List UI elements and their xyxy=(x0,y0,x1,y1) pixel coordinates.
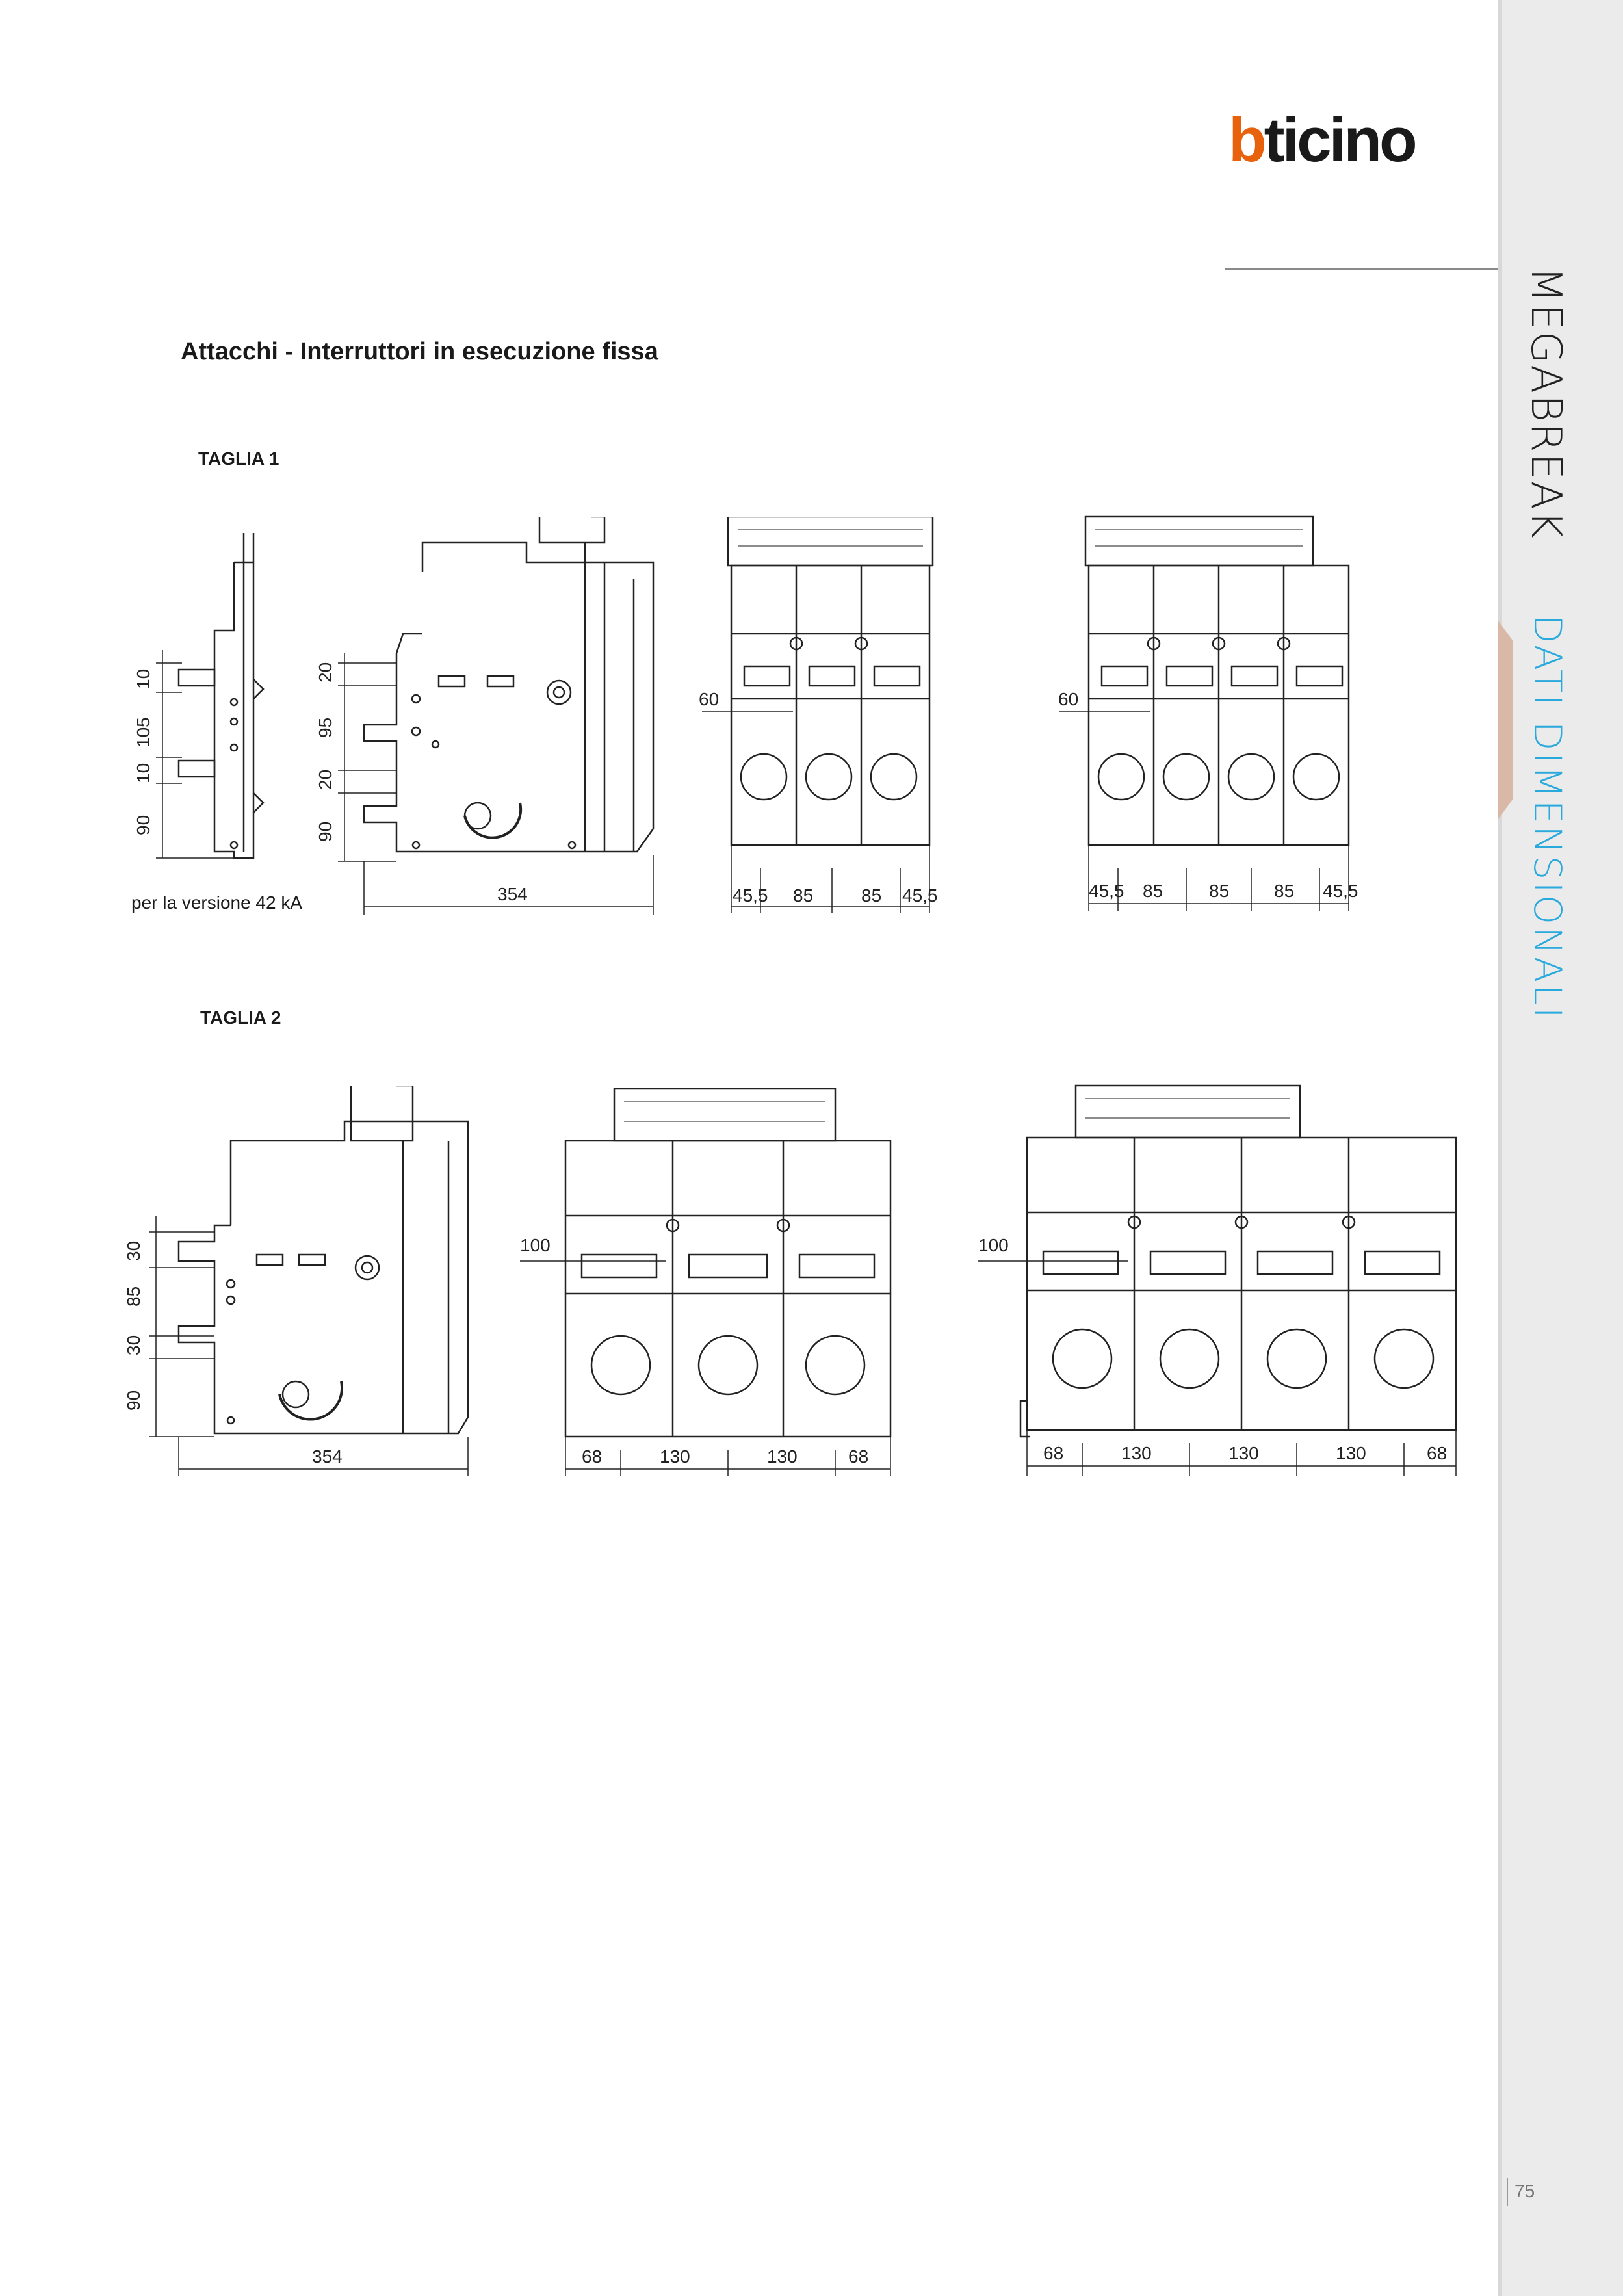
dim-t1-c: 20 xyxy=(315,770,335,790)
dim-t2-c: 30 xyxy=(123,1335,144,1355)
dim-t1f3-w0: 45,5 xyxy=(733,885,768,906)
dim-t2-b: 85 xyxy=(123,1286,144,1307)
taglia2-front-4p: 100 68 130 130 130 68 xyxy=(978,1084,1457,1476)
section-tab-marker xyxy=(1498,621,1513,819)
taglia1-front-4p: 60 45,5 85 85 85 45,5 xyxy=(1058,515,1358,911)
taglia2-side-view: 30 85 30 90 354 xyxy=(123,1086,469,1476)
dim-t2f3-w1: 130 xyxy=(660,1446,690,1467)
taglia1-side-view-42ka: 10 105 10 90 xyxy=(133,533,265,859)
dim-t2f4-offset: 100 xyxy=(978,1235,1009,1255)
dim-t2f4-w4: 68 xyxy=(1427,1443,1447,1463)
section-taglia-1: TAGLIA 1 xyxy=(198,449,279,469)
sidebar-edge xyxy=(1498,0,1502,2296)
dim-t1f4-w3: 85 xyxy=(1274,881,1294,901)
dim-t1-b: 95 xyxy=(315,718,335,738)
page-number: 75 xyxy=(1514,2181,1535,2201)
version-note: per la versione 42 kA xyxy=(131,893,303,913)
taglia1-side-view: 20 95 20 90 354 xyxy=(315,517,655,915)
page-number-rule xyxy=(1507,2178,1508,2206)
dim-t1f4-w4: 45,5 xyxy=(1323,881,1358,901)
taglia1-front-3p: 60 45,5 85 85 45,5 xyxy=(699,517,938,913)
dim-t2f3-offset: 100 xyxy=(520,1235,551,1255)
dim-t1f3-w1: 85 xyxy=(793,885,813,906)
dim-t2f4-w3: 130 xyxy=(1336,1443,1366,1463)
dim-t1-a: 20 xyxy=(315,662,335,683)
dim-t1f3-w2: 85 xyxy=(861,885,881,906)
section-taglia-2: TAGLIA 2 xyxy=(200,1008,281,1028)
svg-text:bticino: bticino xyxy=(1228,111,1415,169)
header-rule xyxy=(1225,268,1498,270)
bticino-logo: bticino xyxy=(1228,111,1418,169)
dim-t1f3-w3: 45,5 xyxy=(902,885,938,906)
dim-t1f3-offset: 60 xyxy=(699,689,719,709)
dim-t1f4-w2: 85 xyxy=(1209,881,1229,901)
section-name: DATI DIMENSIONALI xyxy=(1526,614,1570,1021)
dim-t1s-c: 10 xyxy=(133,763,153,783)
dim-t2f3-w0: 68 xyxy=(582,1446,602,1467)
dim-t2f4-w1: 130 xyxy=(1121,1443,1152,1463)
dim-t1f4-offset: 60 xyxy=(1058,689,1078,709)
dim-t1s-b: 105 xyxy=(133,717,153,748)
dim-t2-a: 30 xyxy=(123,1241,144,1261)
sidebar-band xyxy=(1498,0,1623,2296)
dim-t2f3-w3: 68 xyxy=(848,1446,868,1467)
dim-t1s-d: 90 xyxy=(133,815,153,835)
dim-t1f4-w0: 45,5 xyxy=(1089,881,1124,901)
dim-t2-d: 90 xyxy=(123,1390,144,1411)
dim-t1-depth: 354 xyxy=(497,884,528,904)
dim-t2-depth: 354 xyxy=(312,1446,343,1467)
taglia2-front-3p: 100 68 130 130 68 xyxy=(520,1088,892,1476)
dim-t1f4-w1: 85 xyxy=(1143,881,1163,901)
page-title: Attacchi - Interruttori in esecuzione fi… xyxy=(181,338,658,365)
dim-t2f3-w2: 130 xyxy=(767,1446,798,1467)
dim-t2f4-w2: 130 xyxy=(1228,1443,1259,1463)
dim-t2f4-w0: 68 xyxy=(1043,1443,1063,1463)
dim-t1s-a: 10 xyxy=(133,669,153,689)
dim-t1-d: 90 xyxy=(315,822,335,842)
product-name: MEGABREAK xyxy=(1522,267,1570,540)
